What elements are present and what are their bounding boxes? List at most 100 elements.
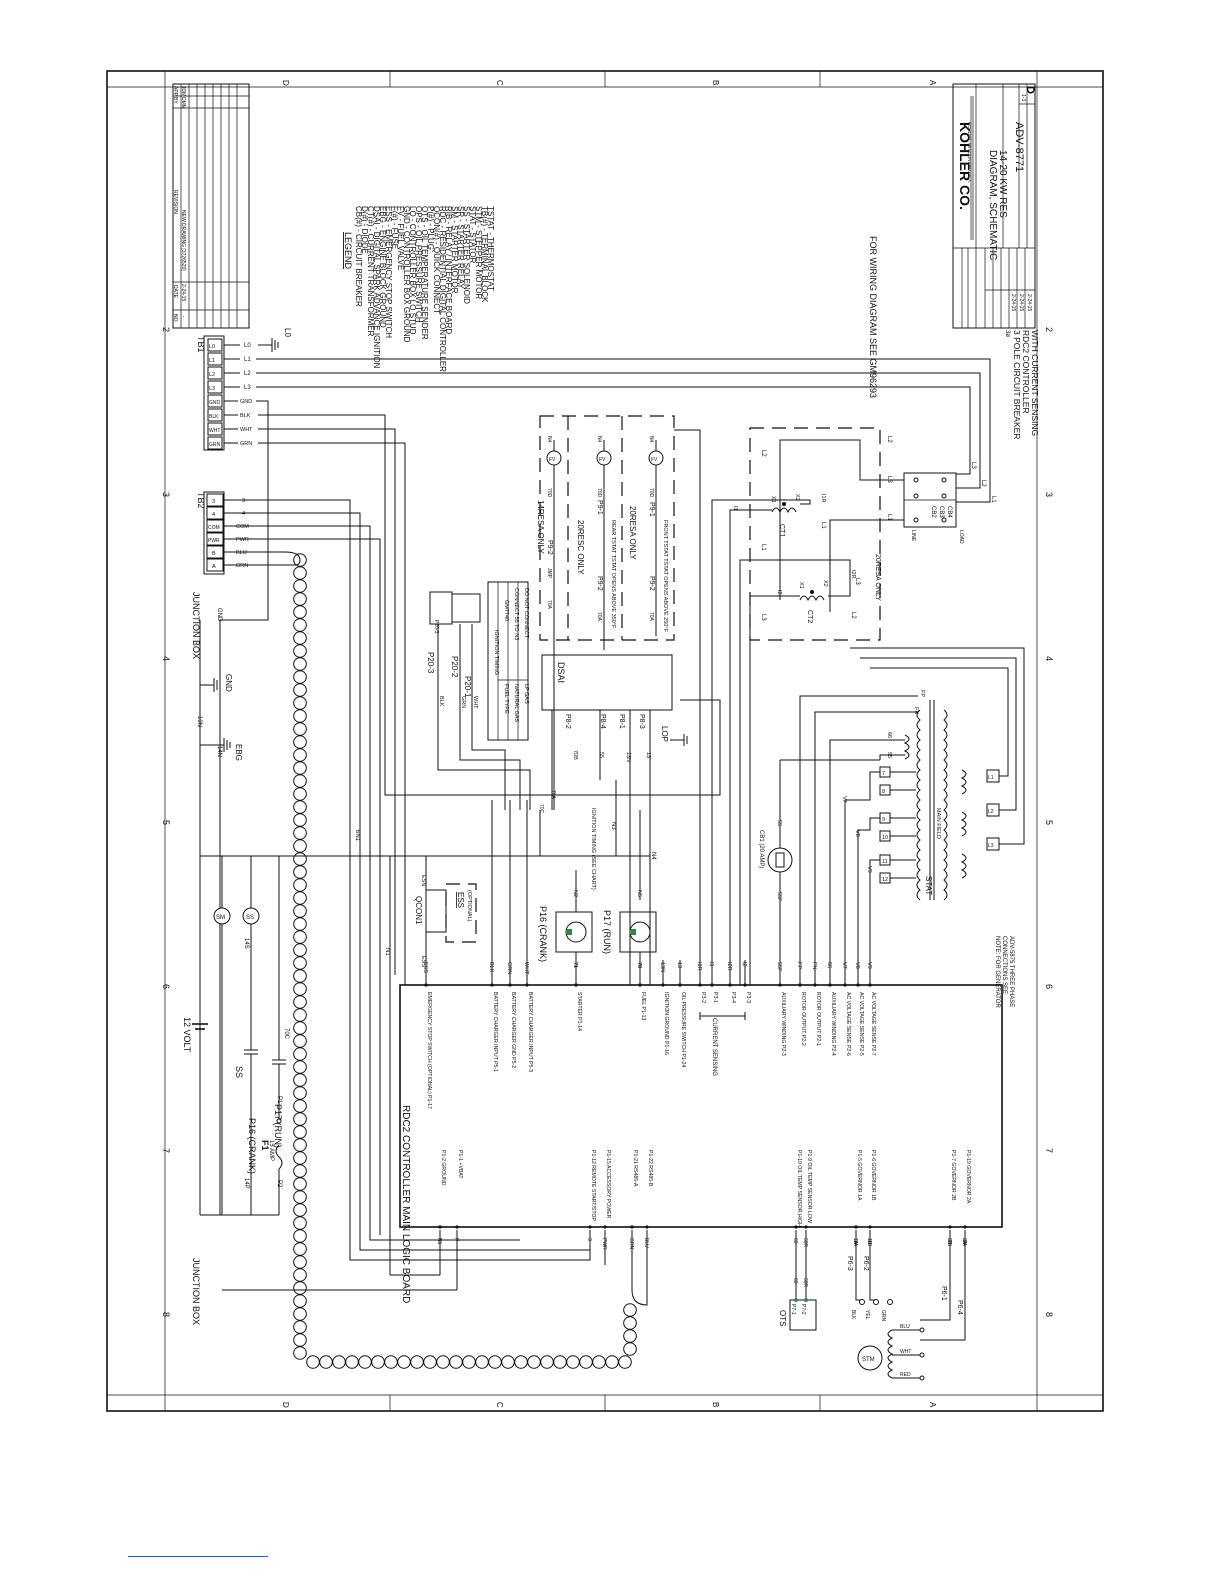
svg-text:A: A — [928, 80, 937, 86]
rdc2-main-board: RDC2 CONTROLLER MAIN LOGIC BOARD CURRENT… — [399, 984, 1003, 1303]
svg-text:NO: NO — [172, 314, 178, 322]
board-pin-label: BATTERY CHARGER INPUT P5-1 — [492, 992, 498, 1072]
svg-text:2-24-15: 2-24-15 — [1018, 294, 1024, 311]
board-pin-label: P1-1 +VBAT — [457, 1150, 463, 1179]
svg-text:70D: 70D — [546, 488, 552, 498]
stator-terminal-label: 10 — [882, 835, 888, 841]
svg-text:APP: APP — [172, 86, 178, 97]
l0-ground-icon — [258, 338, 279, 352]
current-transformers: CT1 CT2 X1 X2 X1 X2 I1 I1R I2 I2R L1 L2 … — [711, 450, 860, 985]
drawing-title-1: DIAGRAM, SCHEMATIC — [987, 150, 998, 260]
svg-text:FV: FV — [549, 457, 556, 463]
svg-text:FRONT TSTAT TSTAT OPENS ABOVE: FRONT TSTAT TSTAT OPENS ABOVE 250°F — [662, 520, 668, 633]
stator-terminal-label: 9 — [882, 817, 885, 823]
cable-link — [293, 722, 307, 736]
cable-link — [566, 1355, 580, 1369]
cable-link — [293, 800, 307, 814]
cable-link — [293, 657, 307, 671]
svg-text:7: 7 — [1044, 1148, 1054, 1153]
svg-text:B: B — [711, 80, 720, 85]
svg-text:GRN: GRN — [209, 442, 221, 448]
svg-text:69R: 69R — [802, 1278, 808, 1288]
cable-link — [293, 566, 307, 580]
cable-link — [293, 709, 307, 723]
junction-box-label-bottom: JUNCTION BOX — [191, 1258, 201, 1325]
svg-text:OTS: OTS — [778, 1310, 787, 1326]
board-pin-label: P1-7 GOVERNOR 2B — [950, 1150, 956, 1201]
svg-text:X2: X2 — [822, 580, 828, 587]
svg-text:CB4: CB4 — [946, 506, 952, 518]
svg-text:L2: L2 — [244, 371, 251, 377]
cable-link — [293, 1060, 307, 1074]
drawing-border — [106, 70, 1104, 1412]
svg-text:TSTAT - THERMOSTAT: TSTAT - THERMOSTAT — [486, 206, 495, 291]
svg-text:A: A — [212, 564, 216, 570]
cable-link — [618, 1355, 632, 1369]
board-pin-label: P1-10 OIL TEMP SENSOR HIGH — [796, 1150, 802, 1227]
ess-switch-optional: ESS (OPTIONAL) — [445, 883, 477, 943]
svg-text:BLU: BLU — [236, 550, 247, 556]
svg-text:L1: L1 — [988, 775, 994, 781]
cable-link — [293, 1333, 307, 1347]
board-pin-label: P1-2 GROUND — [440, 1150, 446, 1186]
svg-text:CB1 (20 AMP): CB1 (20 AMP) — [758, 830, 764, 868]
board-pin-wire-label: 1B — [866, 1238, 872, 1245]
svg-text:STAT: STAT — [924, 876, 933, 895]
terminal-block-tb2: TB2 3 4 COM PWR B A 3 4 COM PWR BLU GRN — [196, 491, 249, 575]
cable-link — [384, 1355, 398, 1369]
svg-text:L2: L2 — [988, 809, 994, 815]
cable-link — [293, 631, 307, 645]
svg-text:N3: N3 — [610, 822, 616, 830]
board-pin-wire-label: BLU — [643, 1238, 649, 1248]
cable-link — [293, 904, 307, 918]
board-pin-label: P1-6 GOVERNOR 1B — [870, 1150, 876, 1201]
board-pin — [603, 1225, 607, 1229]
board-pin-label: OIL PRESSURE SWITCH P1-24 — [680, 992, 686, 1067]
svg-text:PWR: PWR — [236, 537, 249, 543]
svg-text:BLK: BLK — [438, 696, 444, 707]
svg-text:BY: BY — [172, 97, 178, 104]
svg-text:-: - — [180, 316, 186, 318]
svg-text:13N: 13N — [625, 752, 631, 762]
svg-text:L3: L3 — [760, 614, 766, 621]
svg-text:CONNECTIONS SEE: CONNECTIONS SEE — [1001, 936, 1007, 994]
board-pin-label: AC VOLTAGE SENSE P2-6 — [845, 992, 851, 1056]
board-pin-label: P1-19 GOVERNOR 2A — [965, 1150, 971, 1204]
stator-terminal-label: 8 — [882, 789, 885, 795]
svg-text:KOHLER, WISCONSIN U.S.A.: KOHLER, WISCONSIN U.S.A. — [967, 122, 972, 183]
fuel-valve-options: 14RESA ONLY FV P9-2 JMP 70A 70D N4 20RES… — [536, 415, 675, 641]
svg-text:FV: FV — [599, 457, 606, 463]
svg-text:FV: FV — [651, 457, 658, 463]
board-pin-wire-label: 13N — [659, 962, 665, 972]
cable-link — [293, 1281, 307, 1295]
svg-text:4: 4 — [212, 512, 215, 518]
svg-text:L2: L2 — [209, 372, 215, 378]
cable-link — [293, 813, 307, 827]
cable-link — [293, 735, 307, 749]
svg-text:P9-1: P9-1 — [596, 500, 603, 515]
cable-link — [623, 1316, 637, 1330]
cable-link — [293, 1229, 307, 1243]
board-pin-label: P1-15 ACCESSORY POWER — [605, 1150, 611, 1219]
svg-text:DSAI: DSAI — [556, 662, 566, 683]
board-pin — [508, 983, 512, 987]
svg-text:L1: L1 — [209, 358, 215, 364]
stator-right-windings: L1 L2 L3 — [850, 647, 1025, 879]
svg-text:COM: COM — [208, 525, 220, 531]
board-pin-label: P1-9 OIL TEMP SENSOR LOW — [806, 1150, 812, 1223]
cable-link — [293, 826, 307, 840]
svg-text:WHT: WHT — [900, 1349, 911, 1355]
svg-text:OPS - OIL PRESSURE SWITCH: OPS - OIL PRESSURE SWITCH — [414, 206, 423, 323]
svg-text:CB2: CB2 — [930, 506, 936, 518]
cable-link — [293, 1268, 307, 1282]
cable-link — [293, 1164, 307, 1178]
board-pin-label: P1-21 RS485-A — [632, 1150, 638, 1187]
board-pin-label: P3-1 — [712, 992, 718, 1003]
cable-link — [293, 683, 307, 697]
ignition-timing-table: IGNITION TIMING FUEL TYPE GM7740 NATURAL… — [487, 581, 529, 741]
svg-text:P8-3: P8-3 — [638, 714, 645, 729]
board-pin-wire-label: V8 — [854, 962, 860, 969]
svg-text:WITH CURRENT SENSING: WITH CURRENT SENSING — [1030, 330, 1040, 436]
cable-link — [293, 748, 307, 762]
